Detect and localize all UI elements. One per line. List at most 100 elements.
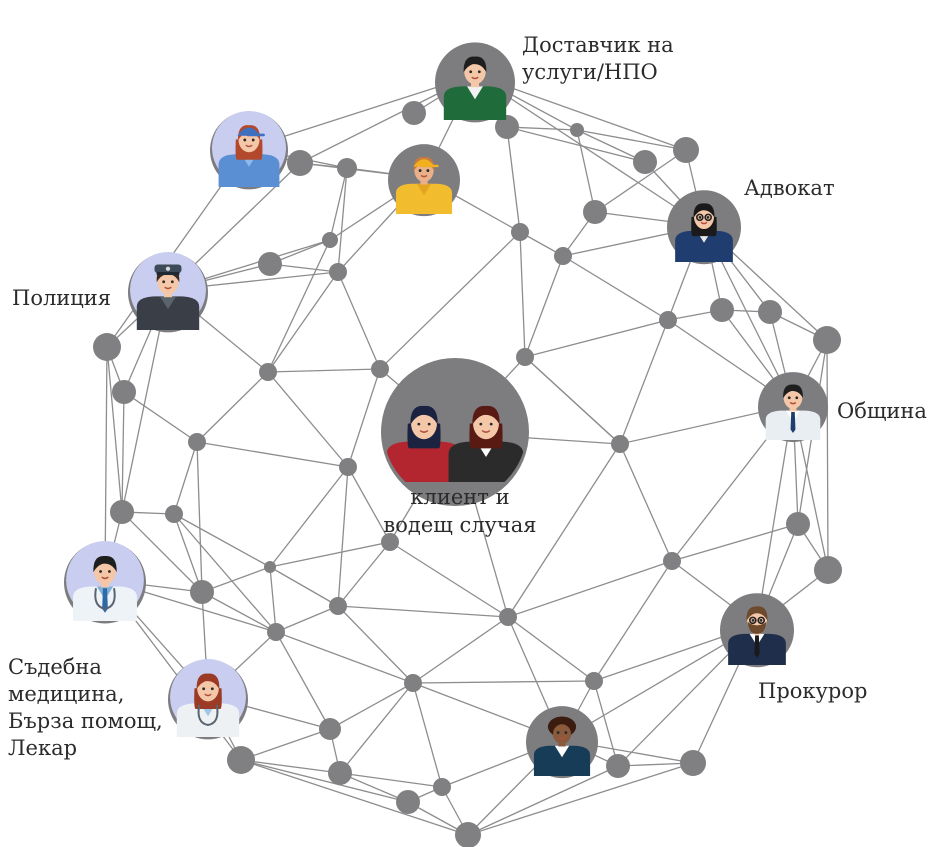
label-medical-line3: Бърза помощ, [8,709,163,733]
edge-line [173,441,198,515]
avatar-body [218,154,280,187]
edge-line [562,255,669,321]
network-node [264,561,276,573]
avatar-eye [477,70,481,74]
avatar-shirt [554,745,570,758]
network-node [633,150,657,174]
edge-line [576,129,687,151]
network-node [93,333,121,361]
network-node [259,363,277,381]
woman-blue-cap-avatar [210,110,288,190]
network-node [165,505,183,523]
avatar-eye [251,138,255,142]
avatar-eye [556,731,560,734]
edge-line [196,441,349,468]
avatar-shirt [160,296,176,310]
label-ngo-line1: Доставчик на [522,33,674,57]
edge-line [329,167,348,241]
edge-line [329,682,414,730]
edge-line [379,231,521,370]
edge-line [507,443,621,618]
edge-line [267,371,349,468]
woman-curly-hair-avatar [526,706,598,779]
avatar-eye [170,280,174,284]
edge-line [507,616,595,682]
avatar-hair [472,405,500,425]
avatar-cap-brim [422,164,439,168]
edge-line [269,541,391,568]
avatar-eye [417,422,421,426]
network-node [433,778,451,796]
network-node [339,458,357,476]
avatar-tie [754,635,760,658]
label-center-line1: клиент и [410,485,510,509]
edge-line [121,391,125,513]
network-node [499,608,517,626]
man-yellow-cap-avatar [388,144,460,217]
edge-line [507,560,673,618]
network-node [319,718,341,740]
network-node [554,247,572,265]
network-node [188,433,206,451]
avatar-eye [751,618,755,622]
label-medical-line1: Съдебна [8,655,102,679]
avatar-body [136,296,200,330]
edge-line [173,513,277,633]
edge-line [337,541,391,607]
edge-line [173,513,271,568]
edge-line [269,466,349,568]
label-medical-line4: Лекар [8,736,78,760]
network-node [337,158,357,178]
edge-line [337,167,348,273]
avatar-eye [426,169,430,172]
label-municipality: Община [837,399,927,423]
avatar-hair [463,56,487,73]
avatar-eye [787,396,791,400]
avatar-body [176,703,240,737]
edge-line [412,680,595,684]
label-medical-line2: медицина, [8,682,125,706]
avatar-eye [108,570,111,573]
edge-line [269,566,277,633]
network-node [758,300,782,324]
edge-line [267,368,381,373]
network-node [583,200,607,224]
edge-line [201,591,277,633]
avatar-eye [243,138,247,142]
edge-line [593,680,619,767]
edge-line [576,129,646,163]
network-node [227,746,255,774]
avatar-mouth [101,576,109,580]
edge-line [240,759,409,803]
edge-line [347,466,391,543]
edge-line [267,239,331,373]
stethoscope-icon [94,588,116,610]
avatar-hair [693,203,715,218]
avatar-mouth [419,429,429,433]
edge-line [467,762,694,836]
avatar-eye [427,422,431,426]
avatar-eye [706,215,710,219]
avatar-hair [196,673,220,690]
police-hat-brim [156,272,180,276]
network-node [258,252,282,276]
avatar-tie [102,588,108,613]
avatar-eye [202,687,206,691]
edge-line [474,74,705,227]
edge-line [173,513,203,593]
network-node [813,326,841,354]
avatar-mouth [471,76,479,80]
avatar-hair [413,156,435,172]
network-node [611,435,629,453]
police-officer-avatar [128,252,208,333]
network-nodes [93,101,842,847]
network-node [381,533,399,551]
avatar-hair [410,405,438,425]
edge-line [519,231,526,358]
police-badge-icon [165,266,171,271]
avatar-mouth [700,221,708,225]
label-medical: Съдебна медицина, Бърза помощ, Лекар [8,654,163,762]
avatar-eye [479,422,483,426]
avatar-hair [746,606,768,621]
avatar-glasses [696,213,704,222]
